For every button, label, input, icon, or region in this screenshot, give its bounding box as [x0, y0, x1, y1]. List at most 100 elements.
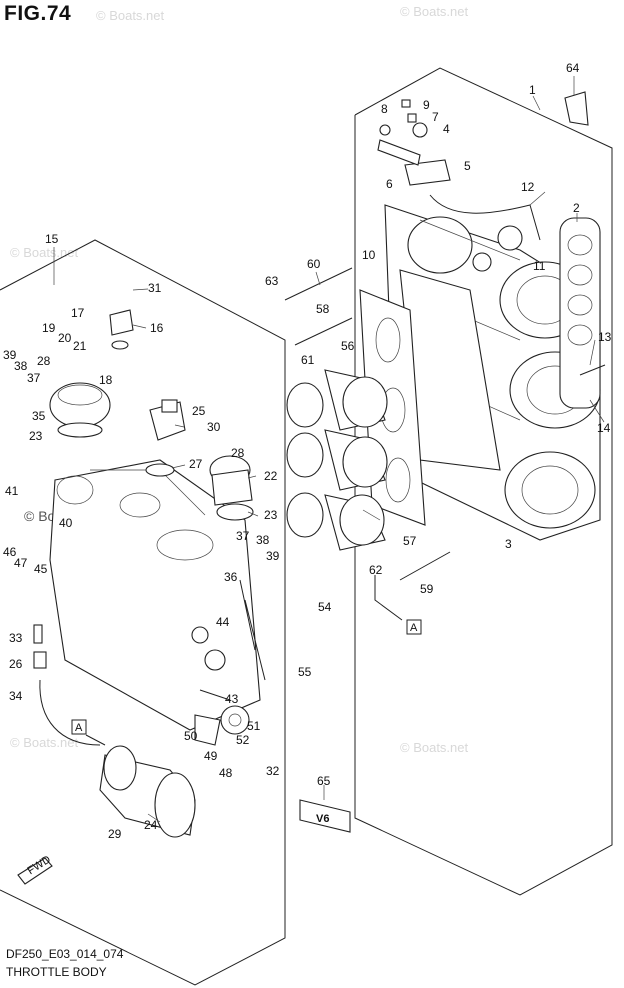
callout: 35: [32, 409, 46, 423]
callout: 28: [231, 446, 245, 460]
callout: 64: [566, 61, 580, 75]
diagram-caption: THROTTLE BODY: [6, 965, 107, 979]
callout: 44: [216, 615, 230, 629]
callout: 43: [225, 692, 239, 706]
figure-title: FIG.74: [4, 2, 72, 25]
callout: 31: [148, 281, 162, 295]
watermark: © Boats.net: [10, 245, 79, 260]
callout: 15: [45, 232, 59, 246]
callout: 1: [529, 83, 536, 97]
callout: 27: [189, 457, 203, 471]
callout: 37: [27, 371, 41, 385]
callout: 3: [505, 537, 512, 551]
ref-box-a-left-label: A: [75, 722, 83, 734]
callout: 25: [192, 404, 206, 418]
watermark: © Boats.net: [10, 735, 79, 750]
map-sensor: [145, 399, 186, 477]
v6-badge-text: V6: [316, 813, 329, 825]
callout-labels: 64 1 9 8 7 4 5 6 12 2 10 11 60 63 58 13 …: [3, 61, 612, 841]
callout: 50: [184, 729, 198, 743]
callout: 48: [219, 766, 233, 780]
callout: 20: [58, 331, 72, 345]
callout: 61: [301, 353, 315, 367]
callout: 54: [318, 600, 332, 614]
callout: 39: [3, 348, 17, 362]
callout: 36: [224, 570, 238, 584]
callout: 26: [9, 657, 23, 671]
callout: 32: [266, 764, 280, 778]
callout: 16: [150, 321, 164, 335]
callout: 7: [432, 110, 439, 124]
callout: 49: [204, 749, 218, 763]
callout: 9: [423, 98, 430, 112]
callout: 57: [403, 534, 417, 548]
callout: 33: [9, 631, 23, 645]
callout: 23: [264, 508, 278, 522]
manifold-bolts: [284, 267, 606, 581]
throttle-linkage: [191, 579, 266, 746]
callout: 37: [236, 529, 250, 543]
ref-box-a-right-label: A: [410, 622, 418, 634]
intake-silencer: [99, 745, 196, 838]
ref-box-a-left: A: [71, 719, 106, 746]
callout: 28: [37, 354, 51, 368]
intake-throttle: [209, 455, 254, 521]
callout: 41: [5, 484, 19, 498]
callout: 6: [386, 177, 393, 191]
callout: 65: [317, 774, 331, 788]
callout: 34: [9, 689, 23, 703]
hose-clip: [564, 91, 589, 126]
callout: 19: [42, 321, 56, 335]
callout: 60: [307, 257, 321, 271]
callout: 63: [265, 274, 279, 288]
diagram-code: DF250_E03_014_074: [6, 947, 124, 961]
intake-manifold-frame: [354, 67, 613, 896]
callout: 62: [369, 563, 383, 577]
callout: 22: [264, 469, 278, 483]
callout: 17: [71, 306, 85, 320]
surge-tank-frame: [0, 239, 286, 986]
vacuum-hose: [429, 194, 541, 272]
callout: 5: [464, 159, 471, 173]
callout: 38: [256, 533, 270, 547]
vacuum-line: [33, 624, 101, 746]
callout: 18: [99, 373, 113, 387]
callout: 52: [236, 733, 250, 747]
callout: 55: [298, 665, 312, 679]
callout: 10: [362, 248, 376, 262]
callout: 24: [144, 818, 158, 832]
callout: 8: [381, 102, 388, 116]
callout: 39: [266, 549, 280, 563]
intake-manifold: [384, 204, 601, 541]
leader-lines: [53, 76, 605, 823]
callout: 40: [59, 516, 73, 530]
callout: 46: [3, 545, 17, 559]
callout: 58: [316, 302, 330, 316]
pressure-sensor: [109, 309, 134, 350]
throttle-position-sensor: [377, 99, 451, 186]
watermark: © Boats.net: [400, 4, 469, 19]
callout: 2: [573, 201, 580, 215]
throttle-bodies: [286, 369, 388, 551]
callout: 13: [598, 330, 612, 344]
callout: 29: [108, 827, 122, 841]
callout: 4: [443, 122, 450, 136]
fwd-arrow: FWD: [17, 853, 53, 885]
callout: 14: [597, 421, 611, 435]
callout: 12: [521, 180, 535, 194]
watermark: © Boats.net: [400, 740, 469, 755]
callout: 45: [34, 562, 48, 576]
idle-air-control-valve: [49, 382, 111, 438]
callout: 23: [29, 429, 43, 443]
breather-hose: [374, 575, 403, 621]
v6-badge: V6: [299, 799, 351, 833]
callout: 11: [533, 259, 546, 273]
callout: 56: [341, 339, 355, 353]
callout: 38: [14, 359, 28, 373]
callout: 47: [14, 556, 28, 570]
callout: 30: [207, 420, 221, 434]
callout: 51: [247, 719, 261, 733]
callout: 21: [73, 339, 87, 353]
manifold-gasket: [559, 217, 601, 409]
